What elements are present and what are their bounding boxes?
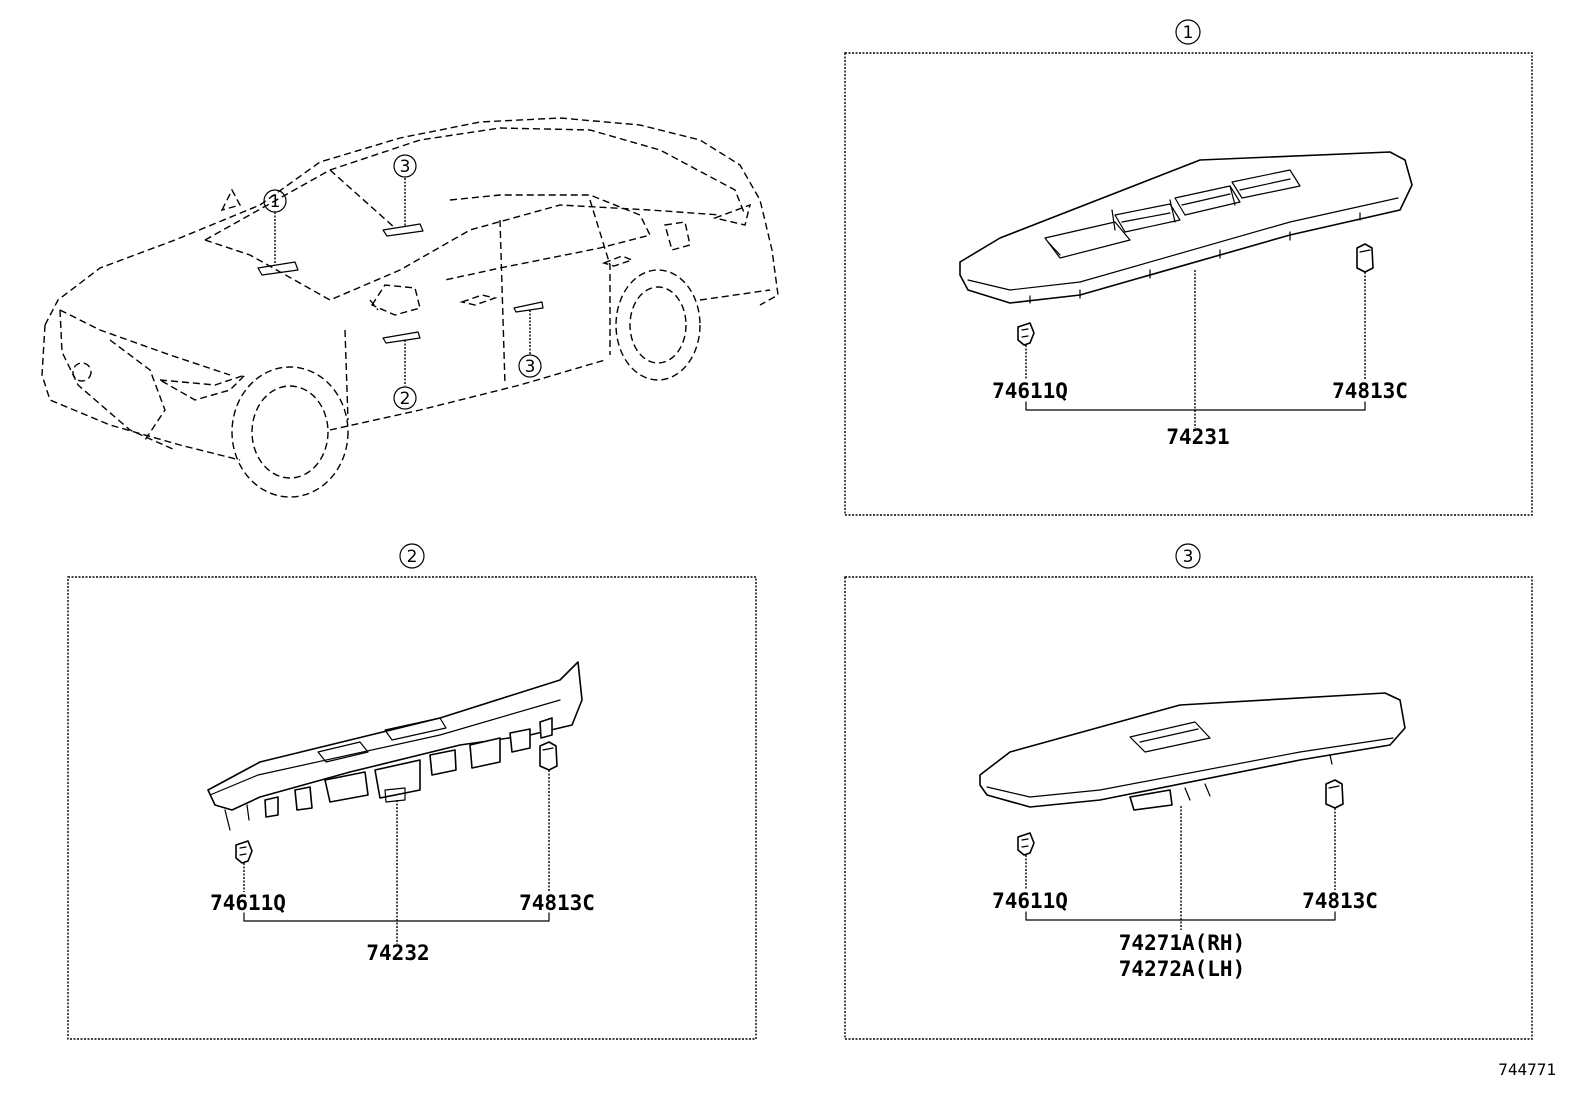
label-74611Q-panel1: 74611Q — [992, 379, 1068, 403]
switch-base-74271A[interactable] — [979, 692, 1406, 811]
clip-74813C-panel1[interactable] — [1356, 243, 1374, 273]
svg-text:2: 2 — [407, 547, 418, 567]
svg-text:1: 1 — [1183, 23, 1194, 43]
clip-74611Q-panel3[interactable] — [1017, 832, 1035, 856]
svg-text:3: 3 — [1183, 547, 1194, 567]
label-74611Q-panel3: 74611Q — [992, 889, 1068, 913]
label-74813C-panel3: 74813C — [1302, 889, 1378, 913]
panel-3-frame — [844, 576, 1533, 1040]
label-74813C-panel1: 74813C — [1332, 379, 1408, 403]
svg-text:3: 3 — [400, 157, 411, 177]
panel-1-callout[interactable]: 1 — [1175, 19, 1201, 45]
panel-2-callout[interactable]: 2 — [399, 543, 425, 569]
label-74272A-lh: 74272A(LH) — [1119, 957, 1245, 981]
panel-2: 2 — [67, 543, 757, 1040]
svg-text:3: 3 — [525, 357, 536, 377]
car-callout-1[interactable]: 1 — [263, 189, 287, 213]
panel-1-frame — [844, 52, 1533, 516]
clip-74611Q-panel1[interactable] — [1017, 322, 1035, 346]
panel-1: 1 — [844, 19, 1533, 516]
clip-74813C-panel3[interactable] — [1325, 779, 1344, 809]
car-overview: 1 3 2 3 — [41, 117, 779, 498]
label-74231: 74231 — [1166, 425, 1229, 449]
panel-3-callout[interactable]: 3 — [1175, 543, 1201, 569]
panel-2-frame — [67, 576, 757, 1040]
clip-74611Q-panel2[interactable] — [235, 840, 253, 864]
panel-3: 3 74611Q 74813C 74271A(RH) — [844, 543, 1533, 1040]
label-74813C-panel2: 74813C — [519, 891, 595, 915]
clip-74813C-panel2[interactable] — [539, 741, 558, 771]
car-callout-3-front[interactable]: 3 — [393, 154, 417, 178]
car-callout-3-rear[interactable]: 3 — [518, 354, 542, 378]
switch-base-74231[interactable] — [959, 151, 1413, 304]
label-74611Q-panel2: 74611Q — [210, 891, 286, 915]
switch-base-74232[interactable] — [207, 661, 583, 831]
svg-text:1: 1 — [270, 192, 281, 212]
car-callout-2[interactable]: 2 — [393, 386, 417, 410]
label-74271A-rh: 74271A(RH) — [1119, 931, 1245, 955]
svg-text:2: 2 — [400, 389, 411, 409]
figure-number: 744771 — [1498, 1060, 1556, 1079]
label-74232: 74232 — [366, 941, 429, 965]
